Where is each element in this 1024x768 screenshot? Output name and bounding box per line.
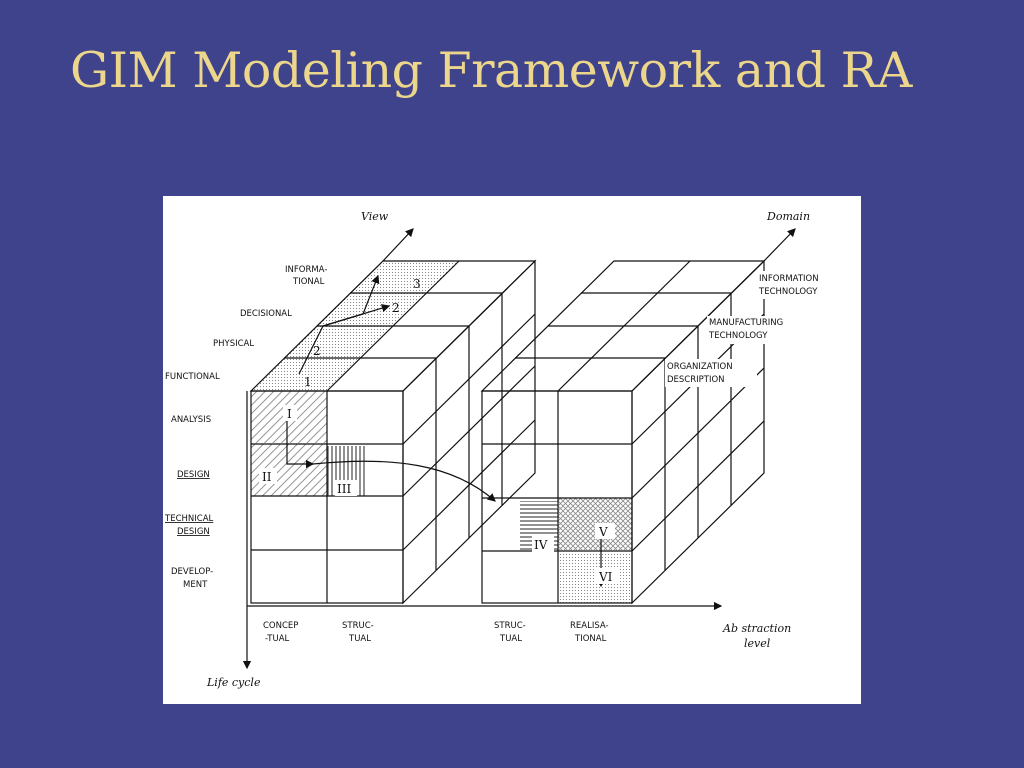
domain-label-mt-1: MANUFACTURING xyxy=(709,318,783,328)
right-cube xyxy=(480,259,766,605)
abstraction-axis-label-2: level xyxy=(744,637,771,650)
phase-label-design: DESIGN xyxy=(177,470,210,480)
domain-axis-label: Domain xyxy=(766,210,810,223)
view-label-informational-1: INFORMA- xyxy=(285,265,327,275)
step-label-I: I xyxy=(287,407,292,421)
domain-label-it-2: TECHNOLOGY xyxy=(758,287,818,297)
domain-label-org-1: ORGANIZATION xyxy=(667,362,733,372)
domain-label-org-2: DESCRIPTION xyxy=(667,375,725,385)
left-cube xyxy=(249,259,537,605)
view-label-functional: FUNCTIONAL xyxy=(165,372,220,382)
abstraction-label-conceptual-1: CONCEP xyxy=(263,621,298,631)
domain-label-it-1: INFORMATION xyxy=(759,274,819,284)
abstraction-label-conceptual-2: -TUAL xyxy=(265,634,290,644)
abstraction-label-structural-1: STRUC- xyxy=(342,621,374,631)
path-number-2a: 2 xyxy=(313,344,321,358)
view-axis xyxy=(382,228,414,262)
phase-label-development-1: DEVELOP- xyxy=(171,567,213,577)
axes xyxy=(242,228,796,670)
abstraction-label-realisational-1: REALISA- xyxy=(570,621,609,631)
view-label-informational-2: TIONAL xyxy=(292,277,325,287)
abstraction-label-structural-2: TUAL xyxy=(348,634,371,644)
diagram-svg: View Domain Ab straction level Life cycl… xyxy=(164,210,842,689)
phase-label-development-2: MENT xyxy=(183,580,208,590)
step-label-VI: VI xyxy=(598,570,613,584)
step-label-III: III xyxy=(337,482,351,496)
abstraction-label-structural-b-1: STRUC- xyxy=(494,621,526,631)
view-axis-label: View xyxy=(361,210,389,223)
slide-title: GIM Modeling Framework and RA xyxy=(70,42,912,99)
gim-framework-diagram: View Domain Ab straction level Life cycl… xyxy=(163,196,861,704)
path-number-1: 1 xyxy=(304,375,312,389)
phase-label-technical-design-2: DESIGN xyxy=(177,527,210,537)
abstraction-axis-label-1: Ab straction xyxy=(722,622,791,635)
life-cycle-axis-label: Life cycle xyxy=(206,676,261,689)
view-label-physical: PHYSICAL xyxy=(213,339,254,349)
path-number-2b: 2 xyxy=(392,301,400,315)
domain-label-mt-2: TECHNOLOGY xyxy=(708,331,768,341)
path-number-3: 3 xyxy=(413,277,421,291)
domain-axis xyxy=(763,228,796,262)
abstraction-label-structural-b-2: TUAL xyxy=(499,634,522,644)
step-label-V: V xyxy=(598,525,608,539)
phase-label-analysis: ANALYSIS xyxy=(171,415,211,425)
abstraction-label-realisational-2: TIONAL xyxy=(574,634,607,644)
phase-label-technical-design-1: TECHNICAL xyxy=(164,514,214,524)
step-label-IV: IV xyxy=(534,538,548,552)
step-label-II: II xyxy=(262,470,272,484)
view-label-decisional: DECISIONAL xyxy=(240,309,292,319)
